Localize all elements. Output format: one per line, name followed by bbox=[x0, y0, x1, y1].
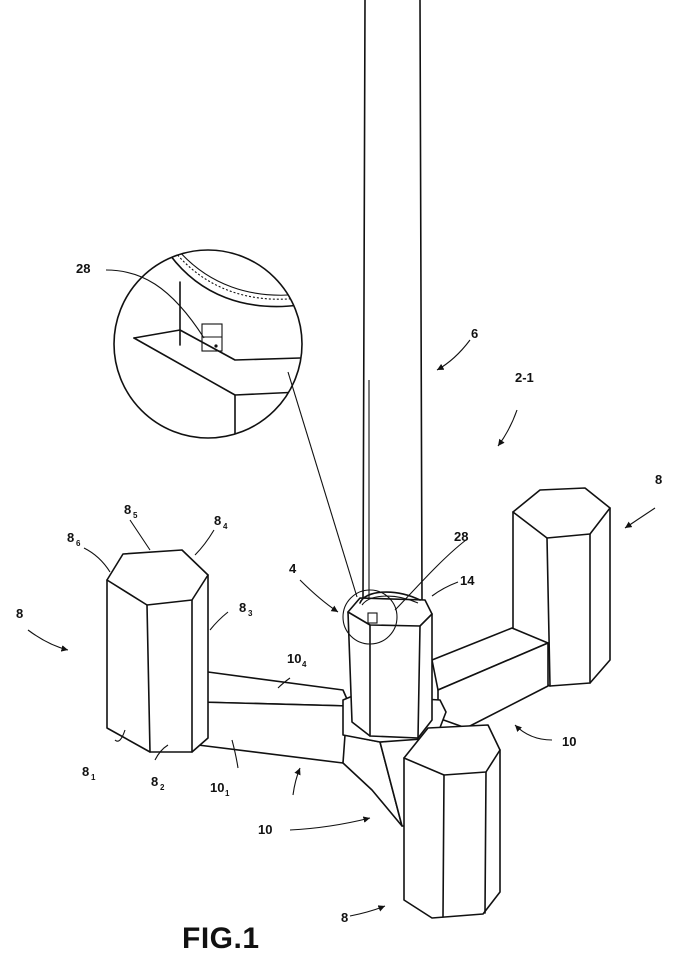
label-10-4: 10 bbox=[287, 651, 301, 666]
svg-text:1: 1 bbox=[91, 773, 96, 782]
label-10-right: 10 bbox=[562, 734, 576, 749]
svg-text:6: 6 bbox=[76, 539, 81, 548]
label-28-column: 28 bbox=[454, 529, 468, 544]
tower bbox=[363, 0, 422, 600]
svg-text:4: 4 bbox=[302, 660, 307, 669]
label-8-3: 8 bbox=[239, 600, 246, 615]
label-8-left: 8 bbox=[16, 606, 23, 621]
label-28-detail: 28 bbox=[76, 261, 90, 276]
label-8-bottom: 8 bbox=[341, 910, 348, 925]
brace-left bbox=[196, 672, 350, 763]
svg-text:3: 3 bbox=[248, 609, 253, 618]
label-10-bottom: 10 bbox=[258, 822, 272, 837]
label-8-4: 8 bbox=[214, 513, 221, 528]
label-8-6: 8 bbox=[67, 530, 74, 545]
pontoon-left bbox=[107, 550, 208, 752]
label-2-1: 2-1 bbox=[515, 370, 534, 385]
figure-caption: FIG.1 bbox=[182, 922, 260, 955]
label-8-right: 8 bbox=[655, 472, 662, 487]
label-14: 14 bbox=[460, 573, 475, 588]
svg-text:5: 5 bbox=[133, 511, 138, 520]
detail-view bbox=[114, 250, 357, 597]
central-column bbox=[343, 590, 432, 738]
brace-right bbox=[432, 628, 548, 728]
label-8-1: 8 bbox=[82, 764, 89, 779]
label-4: 4 bbox=[289, 561, 297, 576]
svg-text:2: 2 bbox=[160, 783, 165, 792]
label-8-2: 8 bbox=[151, 774, 158, 789]
label-10-1: 10 bbox=[210, 780, 224, 795]
label-6: 6 bbox=[471, 326, 478, 341]
svg-text:1: 1 bbox=[225, 789, 230, 798]
svg-text:4: 4 bbox=[223, 522, 228, 531]
pontoon-front bbox=[404, 725, 500, 918]
label-8-5: 8 bbox=[124, 502, 131, 517]
